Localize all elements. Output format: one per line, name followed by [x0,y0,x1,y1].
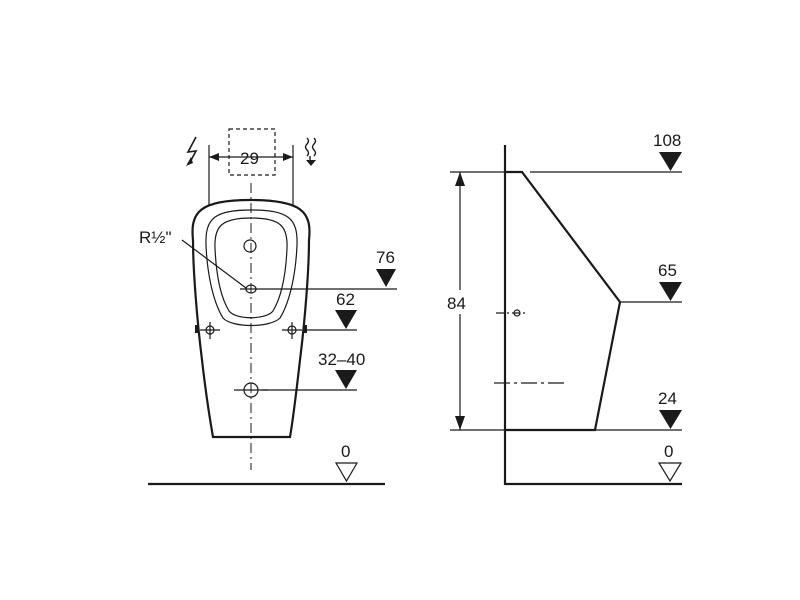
height-label: 84 [447,294,466,313]
spreader-hole [243,239,257,253]
fixing-point-right [282,322,302,339]
front-view: 29 R½" 76 [139,128,397,486]
level-65-label: 65 [658,261,677,280]
level-76-marker [376,269,396,287]
width-label: 29 [240,149,259,168]
side-view: 84 108 65 24 0 [444,131,683,486]
front-floor-label: 0 [341,442,350,461]
side-floor-marker [657,462,683,483]
level-32-40-label: 32–40 [318,350,365,369]
side-floor-label: 0 [664,442,673,461]
front-floor-marker [334,462,359,483]
level-76-label: 76 [376,248,395,267]
level-62-label: 62 [336,290,355,309]
power-supply-icon [186,136,198,166]
fixing-point-left [200,322,220,339]
level-62-marker [335,310,357,329]
level-65-marker [659,282,682,301]
urinal-side-profile [505,170,622,432]
level-108-marker [659,152,682,171]
level-32-40-marker [335,370,357,389]
level-24-label: 24 [658,389,677,408]
level-108-label: 108 [653,131,681,150]
water-supply-icon [304,137,317,166]
level-24-marker [659,410,682,429]
concealed-box [228,128,276,176]
connection-label: R½" [139,228,172,247]
